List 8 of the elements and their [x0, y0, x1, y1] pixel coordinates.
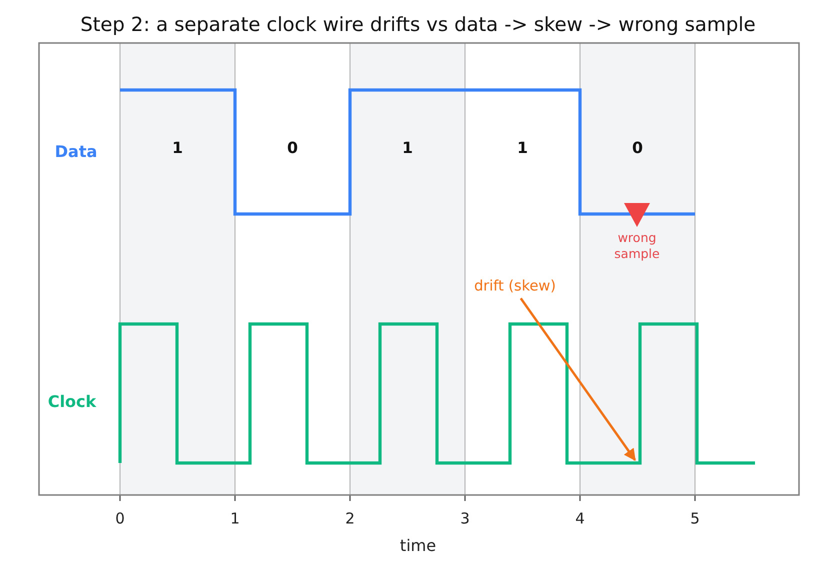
tick-label: 3 [460, 510, 470, 528]
tick-label: 5 [690, 510, 700, 528]
chart-title: Step 2: a separate clock wire drifts vs data -> skew -> wrong sample [80, 14, 756, 36]
tick-label: 2 [345, 510, 355, 528]
axis-label: time [400, 536, 436, 556]
tick-label: 0 [115, 510, 125, 528]
tick-label: 4 [575, 510, 585, 528]
tick-label: 1 [230, 510, 240, 528]
